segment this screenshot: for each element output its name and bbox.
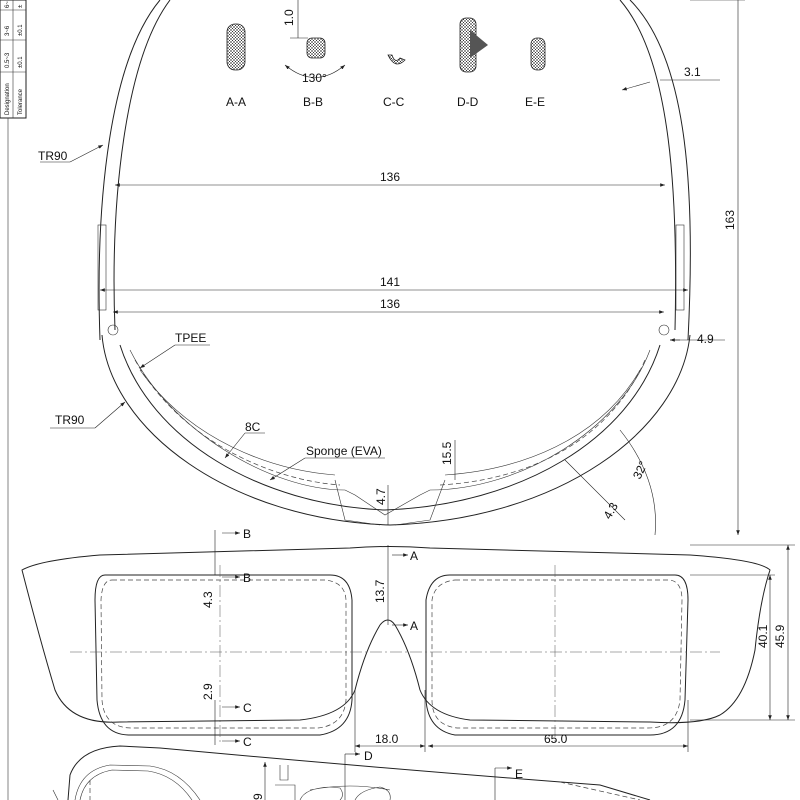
section-label-ee: E-E: [525, 95, 545, 109]
label-temple-material: TR90: [38, 149, 68, 163]
label-pad-material: TPEE: [175, 331, 206, 345]
label-sponge: Sponge (EVA): [306, 444, 382, 458]
section-views: 1.0 130° A-A B-B C-C D-D E-E: [226, 0, 546, 109]
left-temple-outer: [98, 0, 161, 341]
right-temple-inner: [619, 0, 677, 331]
section-c-shape: [387, 54, 406, 65]
dim-outer-width: 141: [380, 275, 400, 289]
table-cell: 0.5~3: [5, 52, 11, 68]
dim-bridge-gap: 4.7: [374, 488, 388, 505]
dim-bb-angle: 130°: [302, 71, 327, 85]
table-cell: ±0.1: [18, 56, 24, 68]
section-marker-e: E: [515, 767, 523, 781]
dim-rim-thickness: 4.3: [600, 500, 621, 522]
front-frame-outline: [21, 546, 771, 724]
dim-lens-height: 40.1: [756, 624, 770, 648]
frame-outer: [101, 334, 691, 526]
section-a-shape: [226, 23, 246, 71]
label-base-curve: 8C: [245, 420, 261, 434]
top-view: [97, 0, 691, 526]
table-cell: ±: [18, 4, 24, 8]
section-marker-a-bottom: A: [410, 619, 418, 633]
left-lens-opening: [94, 574, 353, 736]
left-temple-inner: [113, 0, 171, 331]
dim-depth: 15.5: [440, 441, 454, 465]
dim-side-partial: 9: [251, 793, 265, 800]
dim-frame-height: 45.9: [773, 624, 787, 648]
dim-bridge-height: 13.7: [373, 579, 387, 603]
dim-temple-thickness: 3.1: [684, 65, 701, 79]
section-label-aa: A-A: [226, 95, 246, 109]
dim-hinge-offset: 4.9: [697, 332, 714, 346]
dim-inner-width-upper: 136: [380, 170, 400, 184]
section-label-bb: B-B: [303, 95, 323, 109]
section-marker-a-top: A: [410, 549, 418, 563]
section-marker-d: D: [364, 749, 373, 763]
dim-overall-length: 163: [723, 210, 737, 230]
tolerance-table: Designation Tolerance 0.5~3 ±0.1 3~6 ±0.…: [0, 0, 27, 800]
right-temple-outer: [629, 0, 691, 341]
section-label-cc: C-C: [383, 95, 405, 109]
right-lens-opening: [425, 574, 689, 736]
side-outline: [67, 745, 651, 800]
dim-bb-height: 1.0: [282, 9, 296, 26]
table-cell: 3~6: [5, 25, 11, 36]
top-view-dimensions: 3.1 TR90 136 141 136 163 4.9 TPEE TR90 8…: [38, 0, 745, 536]
section-marker-c-top: C: [243, 701, 252, 715]
section-b-shape: [306, 37, 326, 59]
section-marker-b-bottom: B: [243, 571, 251, 585]
dim-bottom-rim: 2.9: [201, 683, 215, 700]
section-e-shape: [530, 37, 546, 71]
front-view-dimensions: B B 4.3 A A 13.7 2.9 C C 40.1 45.9 18.0 …: [201, 527, 795, 752]
dim-top-rim: 4.3: [201, 591, 215, 608]
table-cell: ±0.1: [18, 24, 24, 36]
dim-lens-width: 65.0: [544, 732, 568, 746]
table-cell: 6~: [5, 1, 11, 8]
section-marker-c-bottom: C: [243, 735, 252, 749]
front-view: [21, 546, 771, 745]
table-row-label-tolerance: Tolerance: [18, 88, 24, 115]
dim-inner-width-lower: 136: [380, 297, 400, 311]
dim-bridge-width: 18.0: [375, 732, 399, 746]
label-frame-material: TR90: [55, 413, 85, 427]
table-row-label-designation: Designation: [5, 83, 11, 115]
side-view: 9 D E: [52, 745, 651, 800]
section-label-dd: D-D: [457, 95, 479, 109]
section-marker-b-top: B: [243, 527, 251, 541]
